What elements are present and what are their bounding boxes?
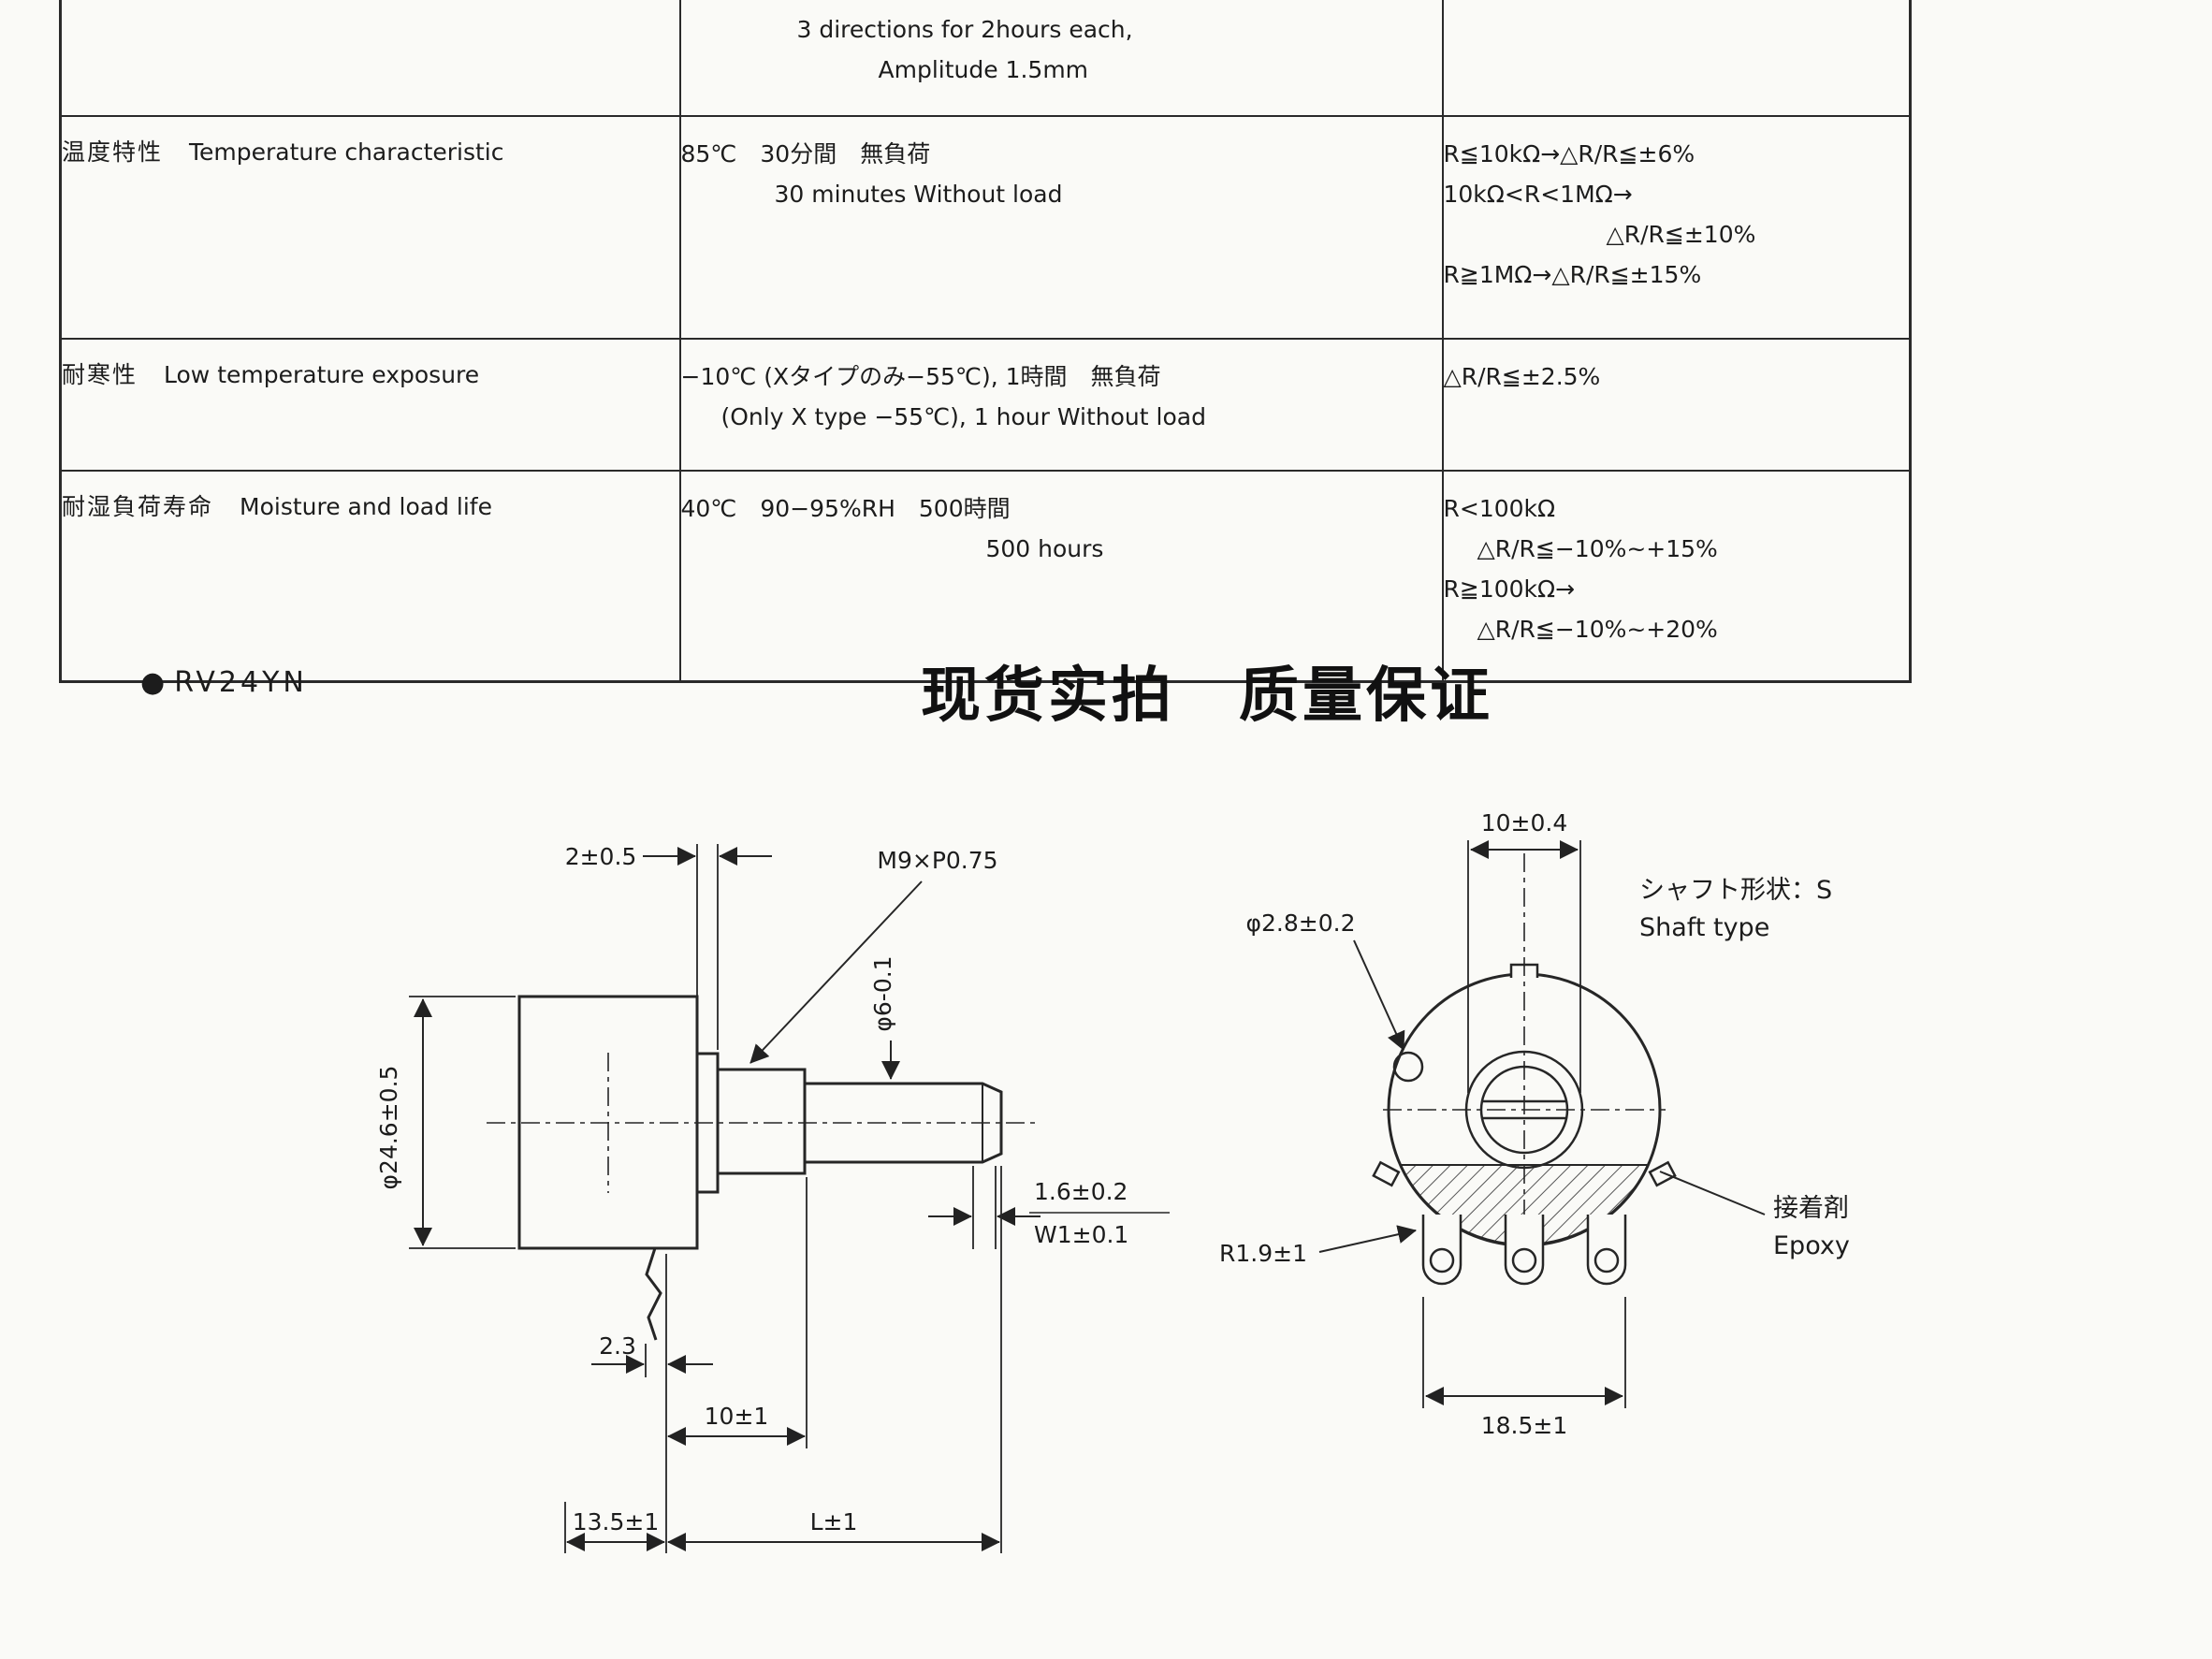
dim-bushing-label: 10±1: [705, 1403, 769, 1430]
bushing-circle: [1464, 1050, 1584, 1170]
bushing-outline: [716, 1068, 807, 1175]
side-view-drawing: 2±0.5 M9×P0.75 φ6-0.1 φ24.6±0.5 1.6±0.2 …: [375, 843, 1170, 1553]
side-tab-left: [1372, 1160, 1401, 1187]
terminal-lugs: [1421, 1215, 1627, 1286]
condition-cell: 3 directions for 2hours each, Amplitude …: [678, 0, 1444, 117]
condition-cell: 40℃ 90−95%RH 500時間 500 hours: [678, 470, 1444, 683]
shaft-circle: [1479, 1065, 1569, 1155]
dim-hole-label: φ2.8±0.2: [1246, 910, 1356, 937]
side-tab-right: [1648, 1160, 1677, 1187]
item-name-jp: 耐湿負荷寿命: [62, 493, 214, 520]
condition-cell: 85℃ 30分間 無負荷 30 minutes Without load: [678, 115, 1444, 340]
pot-body-outline: [517, 995, 699, 1250]
condition-line: 40℃ 90−95%RH 500時間: [680, 495, 1011, 522]
item-cell: 温度特性 Temperature characteristic: [59, 115, 681, 340]
item-cell: 耐寒性 Low temperature exposure: [59, 338, 681, 472]
dim-spread-label: 18.5±1: [1481, 1412, 1568, 1439]
item-name-en: Low temperature exposure: [164, 361, 480, 388]
item-name-en: Moisture and load life: [240, 493, 492, 520]
item-cell: 耐湿負荷寿命 Moisture and load life: [59, 470, 681, 683]
result-line: △R/R≦−10%~+20%: [1477, 616, 1718, 643]
shaft-type-label-jp: シャフト形状：S: [1639, 876, 1832, 905]
result-cell: R<100kΩ △R/R≦−10%~+15% R≧100kΩ→ △R/R≦−10…: [1441, 470, 1912, 683]
result-line: △R/R≦−10%~+15%: [1477, 535, 1718, 562]
case-outline: [1387, 972, 1662, 1247]
top-tab: [1509, 963, 1539, 978]
dim-flat-label: 10±0.4: [1481, 809, 1568, 837]
item-cell: [59, 0, 681, 117]
condition-line: 500 hours: [985, 535, 1104, 562]
terminal-lug: [645, 1247, 662, 1341]
spec-table: 3 directions for 2hours each, Amplitude …: [59, 0, 1912, 683]
dim-body-dia-label: φ24.6±0.5: [375, 1066, 402, 1190]
dim-thread-label: M9×P0.75: [877, 847, 997, 874]
page-title: 现货实拍 质量保证: [921, 662, 1493, 731]
dim-shaft-dia-label: φ6-0.1: [869, 955, 896, 1031]
epoxy-hatch-area: [1399, 1164, 1650, 1245]
dim-terminal-label: 2.3: [599, 1332, 636, 1360]
item-name-en: Temperature characteristic: [189, 138, 504, 166]
washer-outline: [695, 1052, 720, 1194]
bullet-icon: ●: [140, 666, 169, 699]
condition-line: 3 directions for 2hours each,: [796, 16, 1133, 43]
shaft-type-label-en: Shaft type: [1639, 913, 1769, 942]
model-label: ● RV24YN: [140, 666, 308, 699]
result-line: △R/R≦±2.5%: [1443, 363, 1601, 390]
item-name-jp: 温度特性: [62, 138, 164, 166]
dim-body-depth-label: 13.5±1: [573, 1508, 660, 1535]
result-line: 10kΩ<R<1MΩ→: [1443, 181, 1633, 208]
shaft-outline: [805, 1082, 1003, 1164]
dim-radius-label: R1.9±1: [1219, 1240, 1307, 1267]
result-line: R<100kΩ: [1443, 495, 1556, 522]
result-line: △R/R≦±10%: [1606, 221, 1756, 248]
table-row-vibration: 3 directions for 2hours each, Amplitude …: [59, 0, 1912, 117]
table-row-moisture: 耐湿負荷寿命 Moisture and load life 40℃ 90−95%R…: [59, 470, 1912, 683]
item-name-jp: 耐寒性: [62, 361, 138, 388]
result-cell: △R/R≦±2.5%: [1441, 338, 1912, 472]
condition-line: −10℃ (Xタイプのみ−55℃), 1時間 無負荷: [680, 363, 1161, 390]
condition-cell: −10℃ (Xタイプのみ−55℃), 1時間 無負荷 (Only X type …: [678, 338, 1444, 472]
result-line: R≧1MΩ→△R/R≦±15%: [1443, 261, 1702, 288]
front-view-drawing: 10±0.4 φ2.8±0.2 R1.9±1 18.5±1 シャフト形状：S S…: [1219, 809, 1850, 1439]
result-cell: [1441, 0, 1912, 117]
result-cell: R≦10kΩ→△R/R≦±6% 10kΩ<R<1MΩ→ △R/R≦±10% R≧…: [1441, 115, 1912, 340]
result-line: R≦10kΩ→△R/R≦±6%: [1443, 140, 1695, 167]
condition-line: 30 minutes Without load: [774, 181, 1063, 208]
dim-gap-label: 2±0.5: [565, 843, 637, 870]
result-line: R≧100kΩ→: [1443, 575, 1576, 603]
model-number: RV24YN: [174, 666, 308, 699]
table-row-temperature: 温度特性 Temperature characteristic 85℃ 30分間 …: [59, 115, 1912, 340]
condition-line: 85℃ 30分間 無負荷: [680, 140, 931, 167]
dim-slot-depth-label: 1.6±0.2: [1034, 1178, 1128, 1205]
condition-line: (Only X type −55℃), 1 hour Without load: [720, 403, 1206, 430]
condition-line: Amplitude 1.5mm: [878, 56, 1089, 83]
epoxy-label-en: Epoxy: [1773, 1231, 1850, 1260]
table-row-low-temperature: 耐寒性 Low temperature exposure −10℃ (Xタイプのみ…: [59, 338, 1912, 472]
dim-slot-width-label: W1±0.1: [1034, 1221, 1128, 1248]
small-hole: [1392, 1051, 1424, 1083]
epoxy-label-jp: 接着剤: [1773, 1194, 1849, 1223]
dim-shaft-length-label: L±1: [810, 1508, 858, 1535]
